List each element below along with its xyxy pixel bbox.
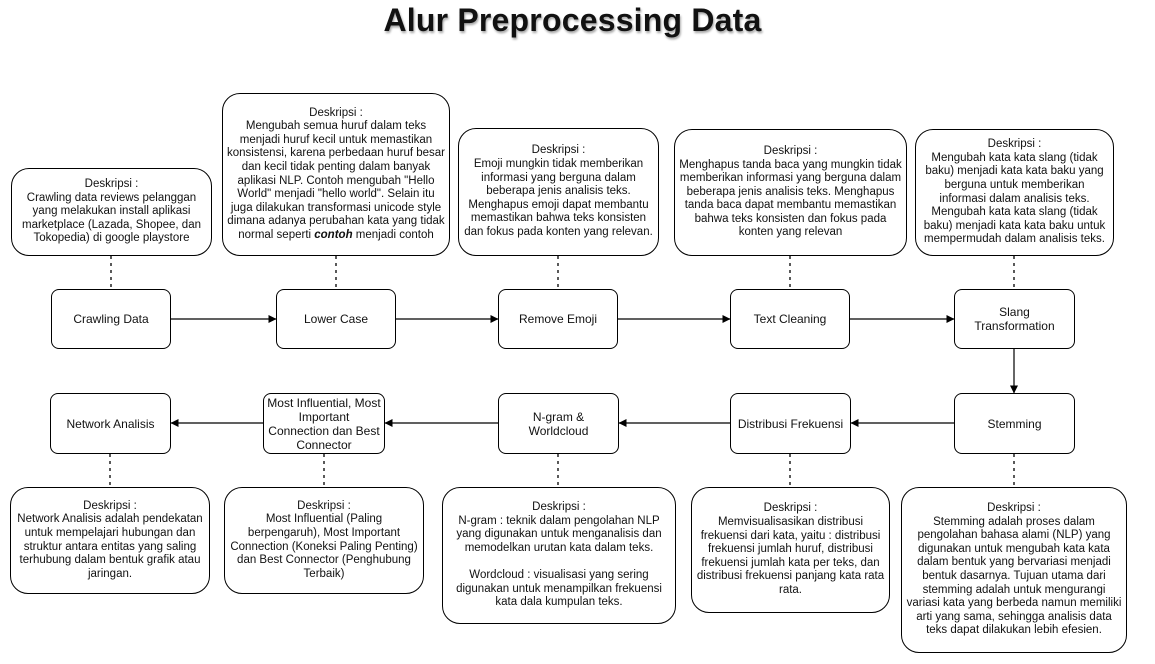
desc-crawling-body: Crawling data reviews pelanggan yang mel… bbox=[21, 191, 201, 245]
desc-stemming: Deskripsi : Stemming adalah proses dalam… bbox=[901, 487, 1127, 653]
desc-influential-head: Deskripsi : bbox=[297, 499, 351, 512]
desc-influential-body: Most Influential (Paling berpengaruh), M… bbox=[230, 513, 418, 580]
node-most-influential[interactable]: Most Influential, Most Important Connect… bbox=[263, 393, 385, 454]
desc-ngram-worldcloud: Deskripsi : N-gram : teknik dalam pengol… bbox=[442, 487, 676, 624]
desc-stemming-body: Stemming adalah proses dalam pengolahan … bbox=[906, 515, 1122, 637]
desc-distribusi-frekuensi: Deskripsi : Memvisualisasikan distribusi… bbox=[691, 487, 890, 613]
desc-lower-case: Deskripsi : Mengubah semua huruf dalam t… bbox=[222, 93, 450, 256]
diagram-title: Alur Preprocessing Data bbox=[383, 2, 762, 38]
desc-text-cleaning: Deskripsi : Menghapus tanda baca yang mu… bbox=[674, 129, 907, 256]
desc-stemming-head: Deskripsi : bbox=[987, 502, 1041, 515]
desc-most-influential: Deskripsi : Most Influential (Paling ber… bbox=[224, 487, 424, 594]
node-ngram-worldcloud[interactable]: N-gram & Worldcloud bbox=[498, 393, 619, 454]
desc-distribusi-head: Deskripsi : bbox=[763, 502, 818, 515]
desc-slang-body: Mengubah kata kata slang (tidak baku) me… bbox=[923, 151, 1106, 246]
desc-lowercase-body: Mengubah semua huruf dalam teks menjadi … bbox=[227, 120, 446, 241]
node-remove-emoji[interactable]: Remove Emoji bbox=[498, 289, 618, 349]
node-lower-case[interactable]: Lower Case bbox=[276, 289, 396, 349]
node-network-analisis[interactable]: Network Analisis bbox=[50, 393, 171, 454]
desc-lowercase-head: Deskripsi : bbox=[309, 106, 363, 119]
node-stemming[interactable]: Stemming bbox=[954, 393, 1075, 454]
desc-lowercase-body-wrap: Mengubah semua huruf dalam teks menjadi … bbox=[227, 120, 445, 242]
desc-ngram-head: Deskripsi : bbox=[532, 501, 586, 514]
desc-distribusi-body: Memvisualisasikan distribusi frekuensi d… bbox=[696, 516, 885, 596]
desc-ngram-body: N-gram : teknik dalam pengolahan NLP yan… bbox=[456, 514, 662, 609]
desc-emoji-body: Emoji mungkin tidak memberikan informasi… bbox=[464, 158, 653, 238]
desc-lowercase-emph: contoh bbox=[314, 228, 353, 241]
node-crawling-data[interactable]: Crawling Data bbox=[51, 289, 171, 349]
desc-lowercase-tail: menjadi contoh bbox=[352, 228, 434, 241]
desc-network-analisis: Deskripsi : Network Analisis adalah pend… bbox=[10, 487, 210, 594]
desc-slang-transformation: Deskripsi : Mengubah kata kata slang (ti… bbox=[915, 129, 1114, 256]
desc-network-head: Deskripsi : bbox=[83, 499, 137, 512]
node-slang-transformation[interactable]: Slang Transformation bbox=[954, 289, 1075, 349]
desc-remove-emoji: Deskripsi : Emoji mungkin tidak memberik… bbox=[458, 128, 659, 256]
desc-crawling-head: Deskripsi : bbox=[84, 178, 139, 191]
desc-cleaning-body: Menghapus tanda baca yang mungkin tidak … bbox=[679, 158, 902, 239]
desc-crawling-data: Deskripsi : Crawling data reviews pelang… bbox=[11, 168, 212, 256]
desc-slang-head: Deskripsi : bbox=[987, 138, 1042, 151]
node-text-cleaning[interactable]: Text Cleaning bbox=[730, 289, 850, 349]
node-distribusi-frekuensi[interactable]: Distribusi Frekuensi bbox=[730, 393, 851, 454]
desc-emoji-head: Deskripsi : bbox=[531, 144, 586, 157]
desc-cleaning-head: Deskripsi : bbox=[763, 144, 818, 157]
desc-network-body: Network Analisis adalah pendekatan untuk… bbox=[17, 513, 203, 580]
